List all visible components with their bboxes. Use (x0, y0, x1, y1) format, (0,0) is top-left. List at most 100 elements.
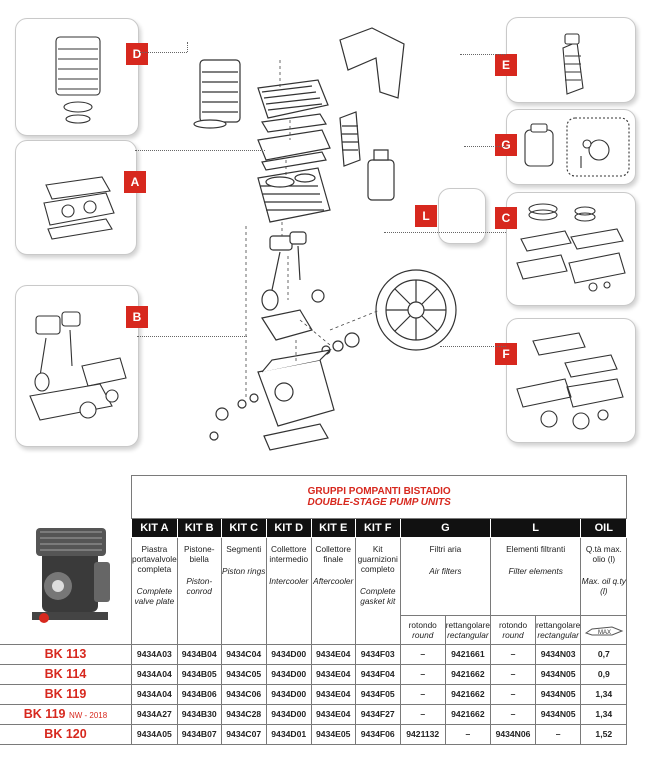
model-cell: BK 120 (0, 723, 132, 745)
desc-it: Pistone-biella (184, 544, 215, 564)
kit-d-code: 9434D00 (265, 643, 312, 665)
kit-d-header: KIT D (265, 518, 312, 538)
oil-qty: 1,34 (580, 683, 628, 705)
kit-a-code: 9434A27 (131, 703, 178, 725)
g-rect-code: 9421661 (444, 643, 492, 665)
oil-dipstick-icon: MAX (584, 625, 624, 636)
kit-b-header: KIT B (176, 518, 222, 538)
table-subtitle: DOUBLE-STAGE PUMP UNITS (307, 497, 451, 508)
callout-c: C (495, 192, 636, 306)
leader-f (440, 346, 506, 347)
desc-en: Complete gasket kit (359, 586, 396, 606)
table-body: BK 113 9434A03 9434B04 9434C04 9434D00 9… (0, 643, 628, 745)
callout-g-badge: G (495, 134, 517, 156)
desc-en: Aftercooler (313, 576, 354, 586)
sub-it: rotondo (408, 619, 437, 630)
desc-it: Kit guarnizioni completo (357, 544, 398, 574)
g-rect-code: 9421662 (444, 683, 492, 705)
sub-en: rectangular (447, 629, 489, 640)
valve-plate-drawing (43, 176, 115, 240)
kit-b-code: 9434B06 (176, 683, 222, 705)
l-round-code: – (490, 683, 537, 705)
l-rect-code: 9434N05 (535, 663, 582, 685)
model-revision: NW - 2018 (68, 711, 108, 720)
kit-e-code: 9434E04 (310, 663, 356, 685)
g-round-code: – (399, 643, 446, 665)
desc-it: Filtri aria (429, 544, 462, 554)
callout-e-badge: E (495, 54, 517, 76)
desc-en: Intercooler (269, 576, 309, 586)
piston-conrod-drawing (29, 311, 127, 421)
kit-c-code: 9434C07 (220, 723, 267, 745)
kit-c-code: 9434C05 (220, 663, 267, 685)
l-rect-code: 9434N05 (535, 683, 582, 705)
oil-qty: 1,34 (580, 703, 628, 725)
oil-gauge-label: MAX (598, 630, 611, 636)
table-row: BK 119 NW - 2018 9434A27 9434B30 9434C28… (0, 703, 628, 725)
leader-g (464, 146, 506, 147)
kit-b-code: 9434B30 (176, 703, 222, 725)
desc-it: Collettore finale (315, 544, 351, 564)
oil-header: OIL (580, 518, 628, 538)
model-name: BK 113 (44, 647, 87, 661)
model-cell: BK 119 NW - 2018 (0, 703, 132, 725)
kit-b-code: 9434B05 (176, 663, 222, 685)
desc-it: Collettore intermedio (269, 544, 309, 564)
desc-it: Elementi filtranti (506, 544, 566, 554)
sub-en: round (412, 629, 434, 640)
l-rect-code: 9434N05 (535, 703, 582, 725)
kit-a-code: 9434A03 (131, 643, 178, 665)
model-name: BK 119 (44, 687, 87, 701)
kit-b-code: 9434B04 (176, 643, 222, 665)
desc-it: Q.tà max. olio (l) (585, 544, 622, 564)
l-rect-code: 9434N03 (535, 643, 582, 665)
kit-e-code: 9434E04 (310, 703, 356, 725)
desc-it: Piastra portavalvole completa (132, 544, 177, 574)
callout-g: G (495, 109, 636, 185)
kit-f-code: 9434F04 (354, 663, 401, 685)
model-name: BK 120 (44, 727, 87, 741)
oil-gauge-cell: MAX (580, 614, 628, 645)
desc-en: Filter elements (508, 566, 563, 576)
spare-parts-table: GRUPPI POMPANTI BISTADIO DOUBLE-STAGE PU… (0, 475, 649, 745)
kit-f-code: 9434F03 (354, 643, 401, 665)
kit-f-code: 9434F06 (354, 723, 401, 745)
kit-f-header: KIT F (354, 518, 401, 538)
kit-e-code: 9434E04 (310, 683, 356, 705)
kit-d-code: 9434D00 (265, 683, 312, 705)
g-rect-code: 9421662 (444, 663, 492, 685)
callout-l: L (415, 188, 486, 244)
g-round-code: – (399, 683, 446, 705)
gasket-kit-drawing (516, 332, 624, 430)
table-row: BK 113 9434A03 9434B04 9434C04 9434D00 9… (0, 643, 628, 665)
gasket-rings-drawing (516, 203, 626, 292)
table-title: GRUPPI POMPANTI BISTADIO (307, 486, 451, 497)
sub-it: rettangolare (536, 619, 581, 630)
g-round-code: – (399, 663, 446, 685)
callout-c-badge: C (495, 207, 517, 229)
kit-g-header: G (399, 518, 492, 538)
sub-en: round (502, 629, 524, 640)
pump-photo (32, 527, 110, 623)
table-row: BK 119 9434A04 9434B06 9434C06 9434D00 9… (0, 683, 628, 705)
callout-a-badge: A (124, 171, 146, 193)
model-cell: BK 113 (0, 643, 132, 665)
kit-l-header: L (490, 518, 582, 538)
pump-photo-cell (0, 476, 132, 645)
callout-f: F (495, 318, 636, 443)
l-rect-code: – (535, 723, 582, 745)
kit-d-code: 9434D00 (265, 703, 312, 725)
desc-it: Segmenti (226, 544, 262, 554)
pump-exploded-drawing (193, 27, 475, 451)
callout-d: D (15, 18, 148, 136)
callout-b: B (15, 285, 148, 447)
kit-a-header: KIT A (131, 518, 178, 538)
kit-d-code: 9434D01 (265, 723, 312, 745)
oil-qty: 0,7 (580, 643, 628, 665)
